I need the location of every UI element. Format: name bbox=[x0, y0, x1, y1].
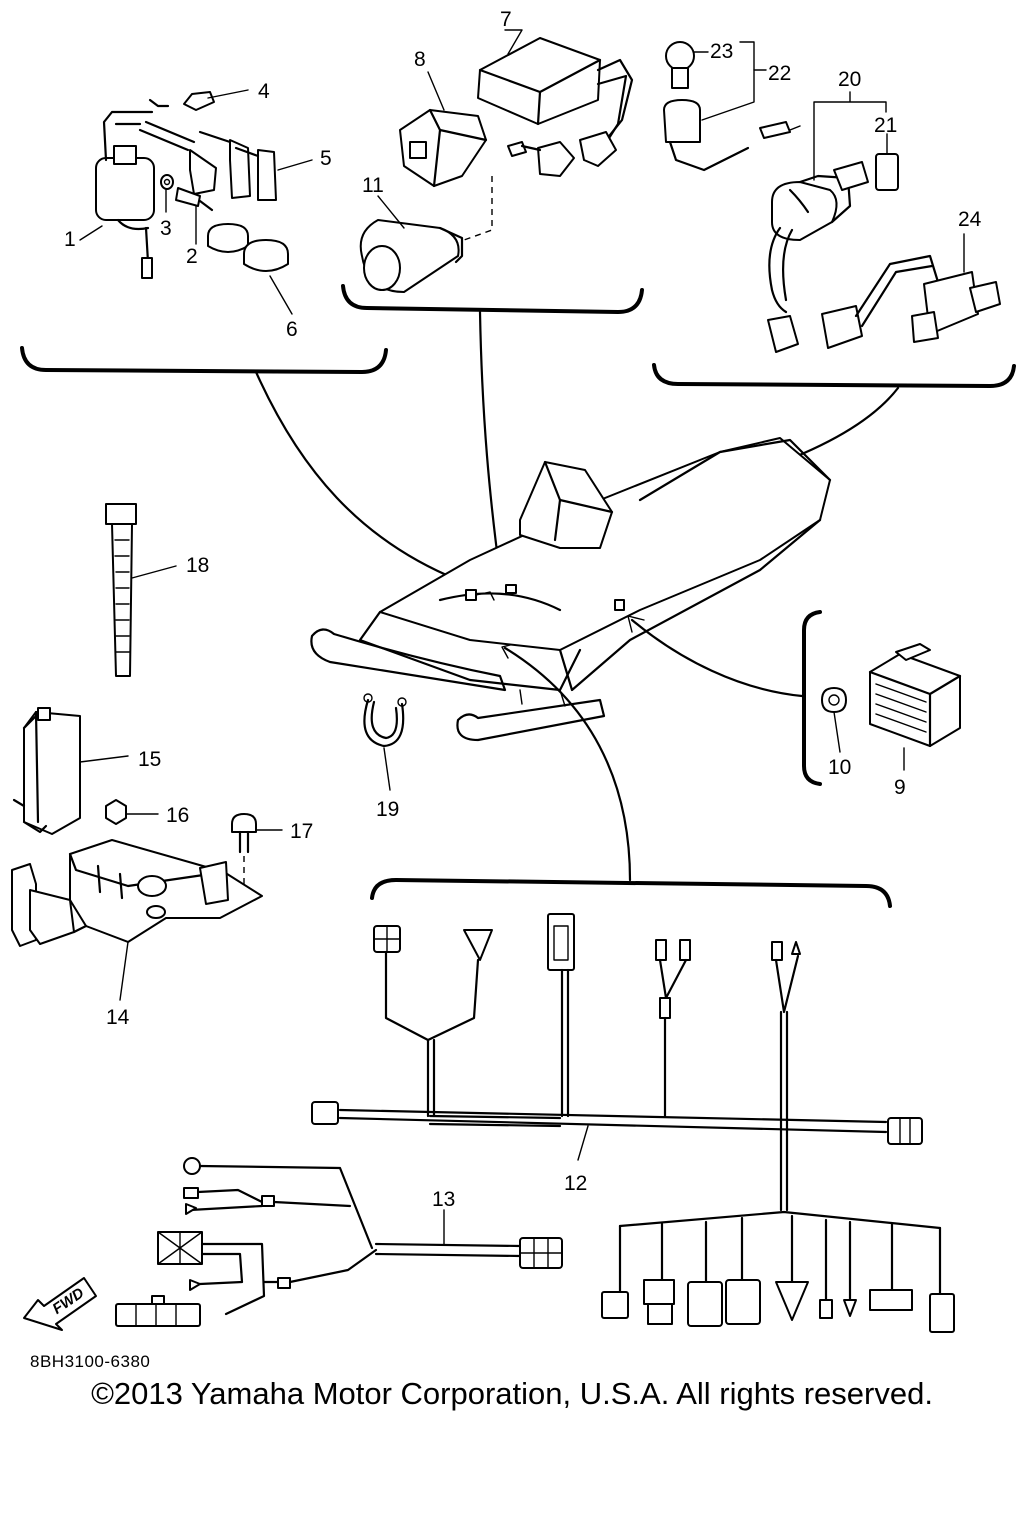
callout-4: 4 bbox=[258, 80, 270, 103]
main-switch-group: 20 21 22 23 24 bbox=[663, 40, 1001, 353]
callout-5: 5 bbox=[320, 147, 332, 170]
callout-10: 10 bbox=[828, 756, 851, 779]
callout-23: 23 bbox=[710, 40, 733, 63]
callout-20: 20 bbox=[838, 68, 861, 91]
callout-7: 7 bbox=[500, 8, 512, 31]
drawing-code: 8BH3100-6380 bbox=[30, 1352, 151, 1371]
callout-9: 9 bbox=[894, 776, 906, 799]
ignition-coil-group: 1 2 3 4 5 6 bbox=[64, 80, 332, 341]
callout-18: 18 bbox=[186, 554, 209, 577]
callout-16: 16 bbox=[166, 804, 189, 827]
callout-14: 14 bbox=[106, 1006, 130, 1029]
bracket-assembly: 15 16 17 14 bbox=[11, 707, 313, 1029]
wire-harness-main: 12 bbox=[311, 913, 955, 1333]
cdi-unit-group: 7 8 11 bbox=[359, 8, 634, 293]
callout-6: 6 bbox=[286, 318, 298, 341]
callout-2: 2 bbox=[186, 245, 198, 268]
callout-15: 15 bbox=[138, 748, 161, 771]
wire-clamp: 19 bbox=[363, 693, 407, 821]
cable-tie: 18 bbox=[105, 503, 209, 677]
group-brackets bbox=[20, 284, 1016, 908]
rectifier-regulator-group: 9 10 bbox=[821, 643, 962, 799]
callout-11: 11 bbox=[362, 174, 384, 197]
snowmobile-illustration bbox=[310, 437, 832, 742]
wire-harness-sub: 13 bbox=[115, 1157, 563, 1327]
callout-8: 8 bbox=[414, 48, 426, 71]
callout-13: 13 bbox=[432, 1188, 455, 1211]
copyright-notice: ©2013 Yamaha Motor Corporation, U.S.A. A… bbox=[91, 1376, 933, 1411]
callout-1: 1 bbox=[64, 228, 76, 251]
callout-12: 12 bbox=[564, 1172, 587, 1195]
fwd-arrow-icon: FWD bbox=[23, 1277, 97, 1331]
callout-3: 3 bbox=[160, 217, 172, 240]
parts-diagram: 1 2 3 4 5 6 7 8 11 bbox=[11, 8, 1016, 1333]
callout-19: 19 bbox=[376, 798, 399, 821]
callout-24: 24 bbox=[958, 208, 982, 231]
callout-17: 17 bbox=[290, 820, 313, 843]
callout-22: 22 bbox=[768, 62, 791, 85]
callout-21: 21 bbox=[874, 114, 897, 137]
